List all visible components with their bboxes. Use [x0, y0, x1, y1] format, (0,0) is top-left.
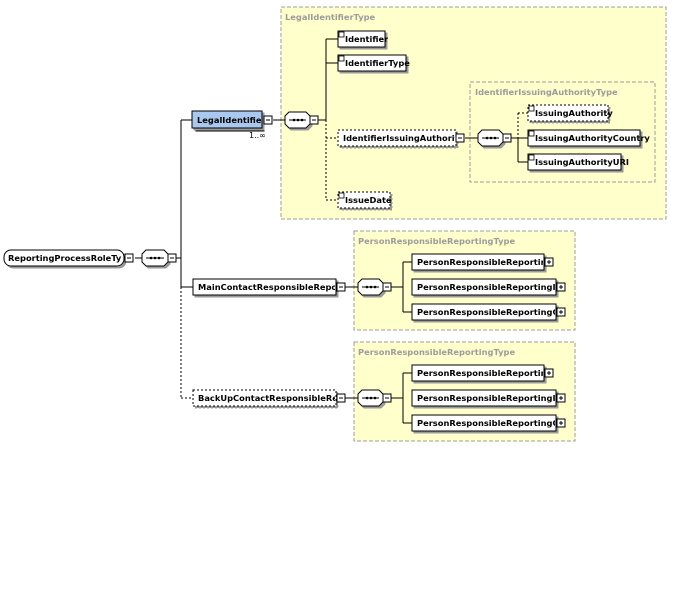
- issuing-authority-label: IssuingAuthority: [535, 108, 613, 118]
- main-person-reporting-c-element[interactable]: [411, 303, 566, 321]
- main-person-reporting-c-label: PersonResponsibleReportingC...: [417, 307, 555, 317]
- main-contact-element[interactable]: [192, 278, 346, 296]
- backup-contact-sequence[interactable]: [357, 389, 392, 407]
- issue-date-element[interactable]: [337, 191, 391, 209]
- main-person-reporting-element[interactable]: [411, 253, 554, 271]
- authority-sequence[interactable]: [477, 129, 512, 147]
- root-element[interactable]: [3, 249, 134, 267]
- identifier-type-label: IdentifierType: [345, 58, 410, 68]
- issuing-authority-element[interactable]: [527, 104, 609, 122]
- issuing-authority-country-label: IssuingAuthorityCountry: [535, 133, 650, 143]
- issuing-authority-country-element[interactable]: [527, 129, 641, 147]
- backup-person-reporting-element[interactable]: [411, 364, 554, 382]
- root-element-label: ReportingProcessRoleType: [8, 253, 122, 263]
- issuing-authority-uri-label: IssuingAuthorityURI: [535, 157, 629, 167]
- main-person-reporting-id-label: PersonResponsibleReportingId...: [417, 282, 555, 292]
- backup-contact-element[interactable]: [192, 389, 346, 407]
- identifier-element[interactable]: [337, 30, 386, 48]
- main-contact-sequence[interactable]: [357, 278, 392, 296]
- sequence-compositor[interactable]: [141, 249, 177, 267]
- backup-person-reporting-c-element[interactable]: [411, 414, 566, 432]
- backup-person-reporting-id-element[interactable]: [411, 389, 566, 407]
- backup-contact-type-title: PersonResponsibleReportingType: [358, 347, 516, 357]
- legal-identifier-type-title: LegalIdentifierType: [285, 12, 376, 22]
- identifier-label: Identifier: [345, 34, 389, 44]
- backup-person-reporting-label: PersonResponsibleReporting: [417, 368, 543, 378]
- identifier-type-element[interactable]: [337, 54, 407, 72]
- legal-identifier-occurrence: 1..∞: [249, 131, 266, 140]
- optional-connector-lines: [180, 112, 528, 399]
- legal-identifier-element[interactable]: [191, 110, 273, 132]
- connector-lines: [135, 38, 528, 424]
- legal-identifier-sequence[interactable]: [284, 111, 319, 129]
- main-contact-type-title: PersonResponsibleReportingType: [358, 236, 516, 246]
- legal-identifier-label: LegalIdentifier: [197, 115, 261, 125]
- issuing-authority-uri-element[interactable]: [527, 153, 622, 171]
- backup-person-reporting-c-label: PersonResponsibleReportingC...: [417, 418, 555, 428]
- identifier-issuing-authority-element[interactable]: [337, 129, 465, 147]
- main-contact-label: MainContactResponsibleReporti...: [198, 282, 335, 292]
- backup-person-reporting-id-label: PersonResponsibleReportingId...: [417, 393, 555, 403]
- main-person-reporting-label: PersonResponsibleReporting: [417, 257, 543, 267]
- main-person-reporting-id-element[interactable]: [411, 278, 566, 296]
- backup-contact-label: BackUpContactResponsibleRep...: [198, 393, 335, 403]
- issue-date-label: IssueDate: [345, 195, 392, 205]
- identifier-issuing-authority-label: IdentifierIssuingAuthority: [343, 133, 455, 143]
- authority-type-title: IdentifierIssuingAuthorityType: [475, 87, 618, 97]
